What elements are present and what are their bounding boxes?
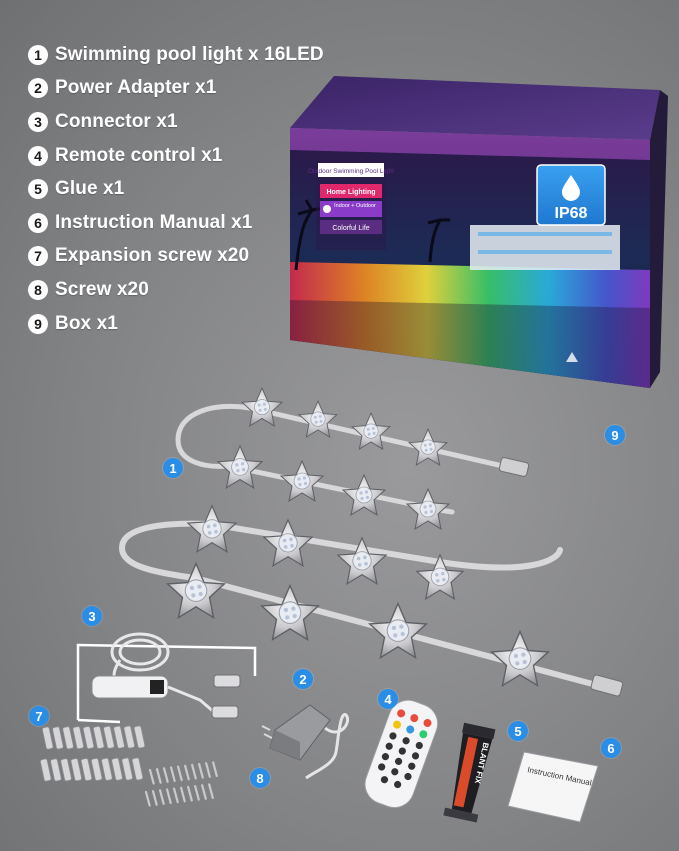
- callout-badge-screw: 8: [250, 768, 270, 788]
- item-number: 5: [28, 179, 48, 200]
- power-adapter: [261, 704, 349, 780]
- item-label: Instruction Manual x1: [55, 211, 253, 233]
- callout-badge-expansion-screw: 7: [29, 706, 49, 726]
- item-label: Screw x20: [55, 278, 149, 300]
- list-item: 2 Power Adapter x1: [28, 72, 324, 106]
- ip-rating: IP68: [555, 205, 588, 222]
- item-number: 9: [28, 313, 48, 334]
- item-label: Connector x1: [55, 110, 178, 132]
- screws: [144, 761, 218, 807]
- expansion-screws: [39, 725, 146, 782]
- callout-badge-adapter: 2: [293, 669, 313, 689]
- item-label: Box x1: [55, 312, 118, 334]
- item-label: Power Adapter x1: [55, 77, 217, 99]
- item-number: 2: [28, 78, 48, 99]
- list-item: 6 Instruction Manual x1: [28, 206, 324, 240]
- list-item: 9 Box x1: [28, 307, 324, 341]
- instruction-manual: Instruction Manual: [507, 751, 599, 823]
- packing-list: 1 Swimming pool light x 16LED 2 Power Adap…: [28, 38, 324, 340]
- product-box: Outdoor Swimming Pool Light Home Lightin…: [290, 76, 668, 388]
- list-item: 7 Expansion screw x20: [28, 240, 324, 274]
- list-item: 4 Remote control x1: [28, 139, 324, 173]
- callout-badge-manual: 6: [601, 738, 621, 758]
- item-number: 6: [28, 212, 48, 233]
- light-string-cables: [118, 403, 624, 697]
- item-number: 8: [28, 279, 48, 300]
- item-label: Glue x1: [55, 178, 125, 200]
- glue-tube: BLANT FIX: [443, 722, 496, 823]
- connector: [76, 632, 257, 724]
- box-menu-item: Colorful Life: [332, 225, 369, 232]
- item-number: 4: [28, 145, 48, 166]
- item-number: 7: [28, 246, 48, 267]
- callout-badge-remote: 4: [378, 689, 398, 709]
- item-label: Swimming pool light x 16LED: [55, 43, 324, 65]
- callout-badge-glue: 5: [508, 721, 528, 741]
- item-label: Remote control x1: [55, 144, 223, 166]
- item-number: 3: [28, 111, 48, 132]
- remote-control: [364, 699, 439, 809]
- box-menu-item: Indoor + Outdoor: [334, 203, 376, 209]
- item-number: 1: [28, 44, 48, 65]
- callout-badge-connector: 3: [82, 606, 102, 626]
- callout-badge-box: 9: [605, 425, 625, 445]
- item-label: Expansion screw x20: [55, 245, 250, 267]
- list-item: 1 Swimming pool light x 16LED: [28, 38, 324, 72]
- brand-logo-icon: [566, 352, 578, 362]
- box-panel-title: Outdoor Swimming Pool Light: [308, 168, 394, 175]
- callout-badge-light: 1: [163, 458, 183, 478]
- water-drop-icon: [562, 175, 580, 201]
- list-item: 5 Glue x1: [28, 172, 324, 206]
- box-menu-item: Home Lighting: [327, 189, 376, 196]
- list-item: 8 Screw x20: [28, 273, 324, 307]
- list-item: 3 Connector x1: [28, 105, 324, 139]
